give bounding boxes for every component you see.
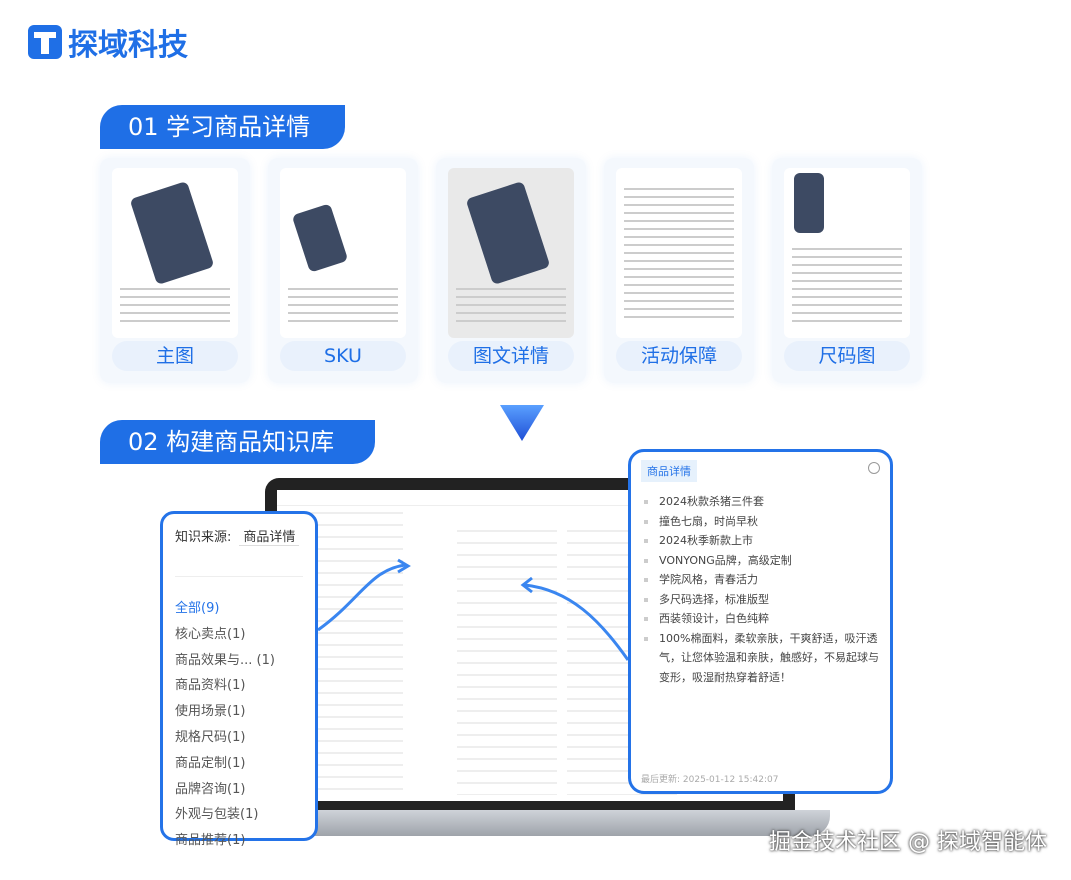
product-detail-panel: 商品详情 2024秋款杀猪三件套 撞色七扇，时尚早秋 2024秋季新款上市 VO… [628,449,893,794]
detail-point: 2024秋季新款上市 [641,531,880,551]
card-detail-graphics: 图文详情 [436,158,586,383]
detail-point: 西装领设计，白色纯粹 [641,609,880,629]
detail-image [448,168,574,338]
detail-point: 2024秋款杀猪三件套 [641,492,880,512]
category-item[interactable]: 品牌咨询(1) [175,781,246,797]
category-item[interactable]: 核心卖点(1) [175,626,246,642]
watermark: 掘金技术社区 @ 探域智能体 [769,830,1047,855]
card-size-chart: 尺码图 [772,158,922,383]
product-image [112,168,238,338]
arrow-left-curve [317,563,406,632]
category-item[interactable]: 外观与包装(1) [175,807,259,823]
size-chart-image [784,168,910,338]
category-item[interactable]: 商品效果与... (1) [175,652,275,668]
category-item[interactable]: 商品资料(1) [175,678,246,694]
source-label: 知识来源: [175,530,232,545]
detail-point: 撞色七扇，时尚早秋 [641,512,880,532]
category-all[interactable]: 全部(9) [175,601,220,616]
card-label: SKU [280,341,406,371]
card-sku: SKU [268,158,418,383]
settings-icon[interactable] [868,462,880,474]
source-select[interactable]: 商品详情 [239,526,300,546]
arrow-head-left [397,558,411,574]
category-item[interactable]: 商品推荐(1) [175,833,246,849]
card-label: 主图 [112,341,238,371]
card-label: 活动保障 [616,341,742,371]
detail-point: 多尺码选择，标准版型 [641,590,880,610]
arrow-right-curve [524,583,630,661]
brand-name: 探域科技 [68,28,188,63]
source-cards: 主图 SKU 图文详情 活动保障 尺码图 [100,158,922,383]
card-guarantee: 活动保障 [604,158,754,383]
knowledge-category-panel: 知识来源: 商品详情 全部(9) 核心卖点(1) 商品效果与... (1) 商品资… [160,511,318,848]
detail-point: 学院风格，青春活力 [641,570,880,590]
guarantee-image [616,168,742,338]
logo-icon [28,25,62,59]
category-item[interactable]: 规格尺码(1) [175,729,246,745]
card-main-image: 主图 [100,158,250,383]
step-1-banner: 01 学习商品详情 [100,105,345,149]
category-item[interactable]: 商品定制(1) [175,755,246,771]
card-label: 图文详情 [448,341,574,371]
sku-image [280,168,406,338]
last-updated: 最后更新: 2025-01-12 15:42:07 [641,775,779,785]
category-item[interactable]: 使用场景(1) [175,704,246,720]
step-2-banner: 02 构建商品知识库 [100,420,375,464]
detail-point: 100%棉面料，柔软亲肤，干爽舒适，吸汗透气，让您体验温和亲肤，触感好，不易起球… [641,629,880,688]
card-label: 尺码图 [784,341,910,371]
detail-point: VONYONG品牌，高级定制 [641,551,880,571]
arrow-head-right [520,576,533,594]
brand-logo: 探域科技 [28,20,188,64]
detail-tag: 商品详情 [641,460,697,482]
